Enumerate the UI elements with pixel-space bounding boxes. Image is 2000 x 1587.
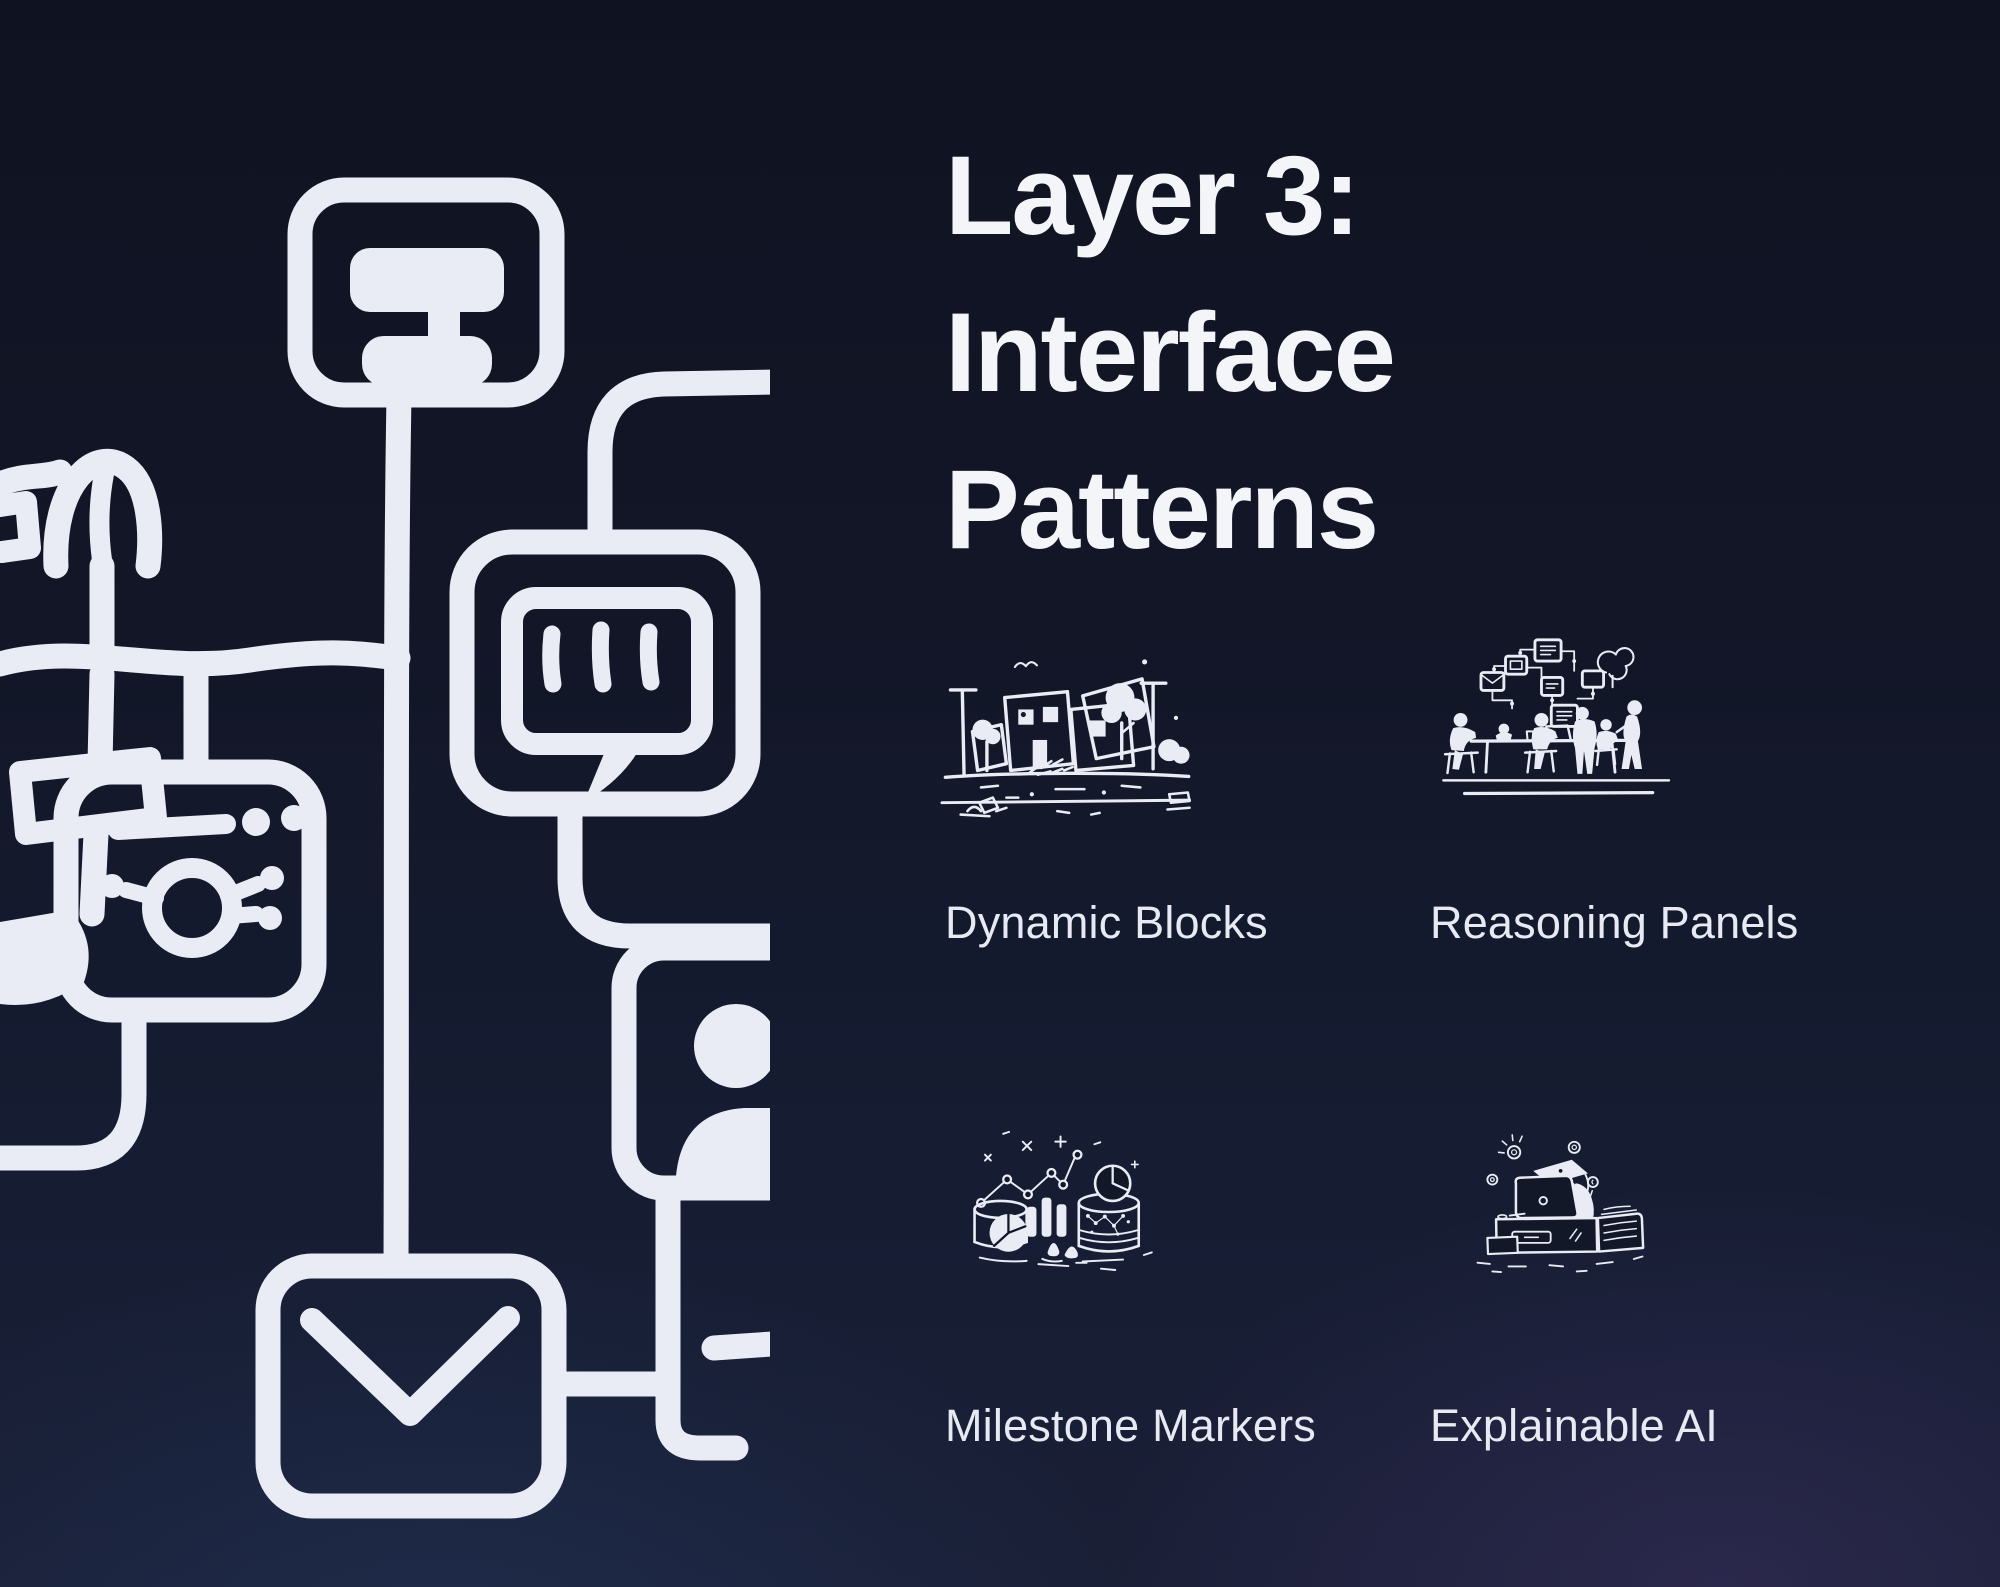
title-line: Interface	[945, 290, 1396, 416]
chat-bubble-icon	[501, 587, 713, 755]
chat-bubble-node	[449, 529, 761, 817]
slide-title: Layer 3: Interface Patterns	[945, 117, 1396, 588]
mini-flowchart-icon	[1479, 638, 1635, 728]
reasoning-panels-illustration	[1442, 638, 1671, 796]
pattern-label-milestone-markers: Milestone Markers	[945, 1400, 1317, 1451]
pattern-label-explainable-ai: Explainable AI	[1430, 1400, 1719, 1451]
card-icon	[350, 248, 504, 386]
bird-icon	[1013, 661, 1038, 669]
coin-icon	[1567, 1140, 1581, 1154]
pattern-label-dynamic-blocks: Dynamic Blocks	[945, 897, 1268, 948]
title-line: Patterns	[945, 447, 1379, 573]
avatar-icon	[676, 1004, 770, 1176]
pattern-label-reasoning-panels: Reasoning Panels	[1430, 897, 1799, 948]
flowchart-doodle-illustration	[0, 177, 770, 1519]
people-silhouettes	[1449, 700, 1643, 774]
building-icon	[1003, 689, 1076, 773]
laptop-icon	[1514, 1174, 1579, 1220]
bush-icon	[1158, 739, 1190, 764]
envelope-node	[255, 1253, 567, 1519]
milestone-markers-illustration	[973, 1130, 1153, 1271]
person-node	[611, 935, 770, 1201]
envelope-icon	[300, 1306, 520, 1426]
cone-shapes	[1047, 1242, 1078, 1259]
left-edge-doodles	[0, 448, 167, 1006]
bar-chart-icon	[1026, 1197, 1067, 1237]
title-line: Layer 3:	[945, 133, 1361, 259]
sparkle-rays	[1497, 1134, 1523, 1154]
paper-stack-icon	[1596, 1212, 1645, 1253]
card-node	[287, 177, 565, 408]
dynamic-blocks-illustration	[940, 659, 1192, 818]
tree-icon	[972, 719, 1001, 745]
coin-icon	[1506, 1145, 1522, 1160]
settings-node	[53, 759, 327, 1023]
coin-icon	[1486, 1173, 1499, 1186]
building-icon	[1069, 701, 1136, 773]
pie-chart-icon	[1093, 1164, 1132, 1203]
cylinder-icon	[1077, 1192, 1141, 1253]
explainable-ai-illustration	[1476, 1134, 1645, 1273]
connector-wires	[0, 369, 770, 1461]
